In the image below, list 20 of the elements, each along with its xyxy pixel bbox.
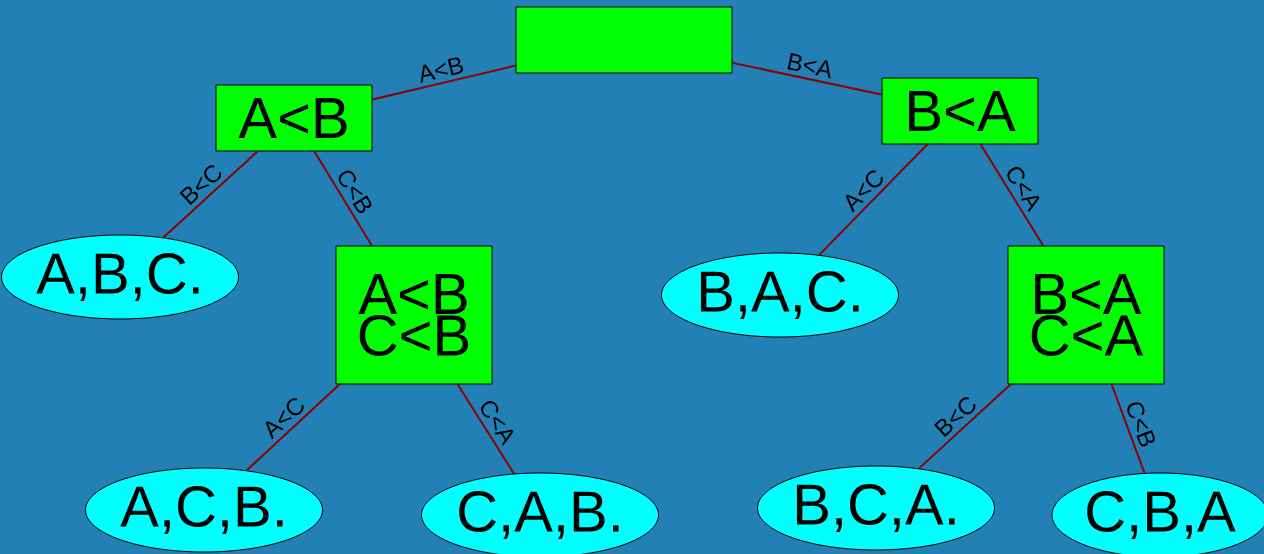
connector-line [245,383,341,472]
decision-box: B<A [881,77,1039,145]
connector-line [918,383,1012,470]
connector-line [456,383,515,475]
connector-line [162,150,259,239]
edge-label: B<C [933,397,976,438]
connector-line [1110,383,1146,474]
connector-line [371,64,517,101]
connector-line [731,61,883,96]
connector-line [313,150,373,247]
edge-label: C<B [1127,402,1155,447]
edge-label: A<B [420,57,464,83]
decision-box: B<A C<A [1007,245,1165,385]
connector-line [818,143,929,256]
edge-label: B<C [179,165,222,206]
edge-label: B<A [787,53,831,79]
empty-box [515,6,733,74]
decision-box: A<B C<B [335,245,493,385]
connector-line [979,143,1045,247]
decision-box: A<B [215,84,373,152]
